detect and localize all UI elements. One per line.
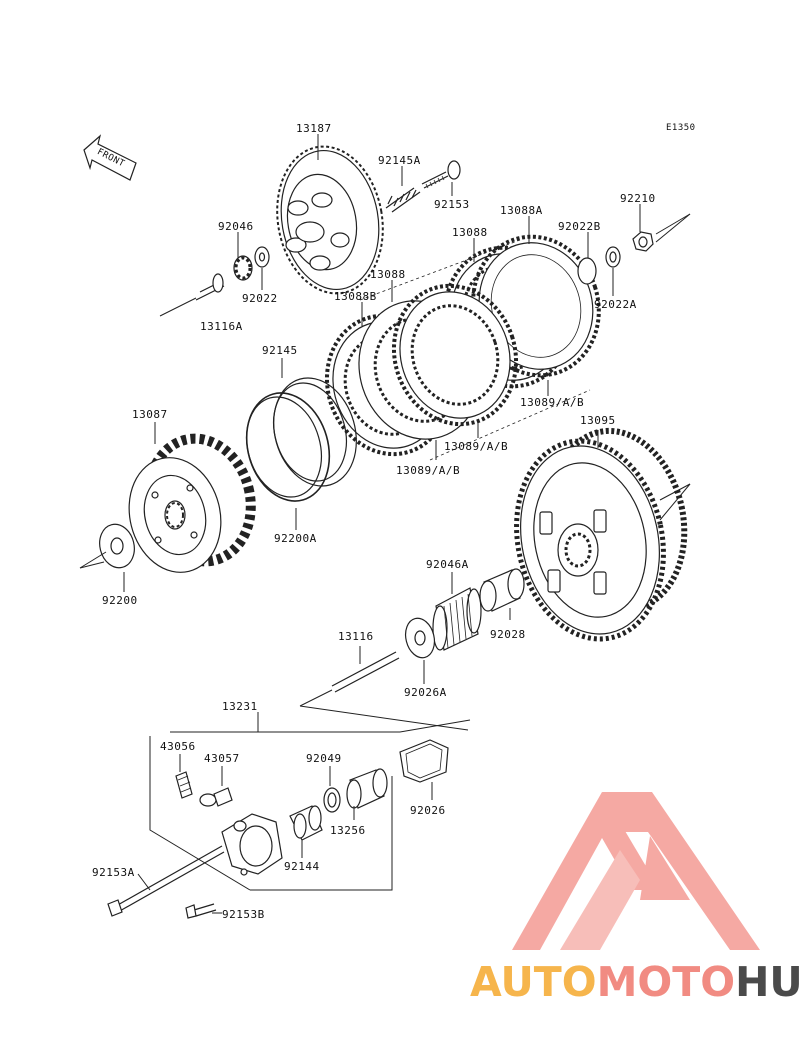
seal-92049 (323, 787, 341, 813)
leader-lines (123, 134, 641, 914)
nut-92210 (632, 213, 691, 252)
label-13087: 13087 (132, 408, 168, 421)
pushrod-13116A (159, 273, 225, 317)
label-13088-upper: 13088 (452, 226, 488, 239)
svg-text:AUTOMOTOHUB: AUTOMOTOHUB (470, 958, 800, 1006)
label-92022: 92022 (242, 292, 278, 305)
needle-bearing-92046A (432, 587, 482, 651)
label-92028: 92028 (490, 628, 526, 641)
label-92026A: 92026A (404, 686, 447, 699)
diagram-code: E1350 (666, 123, 696, 133)
watermark-moto: MOTO (597, 958, 735, 1006)
label-92145A: 92145A (378, 154, 421, 167)
pushrod-13116 (299, 651, 400, 707)
spring-seat-92200A (245, 392, 331, 502)
watermark-hub: HUB (735, 958, 800, 1006)
watermark-auto: AUTO (470, 958, 597, 1006)
piston-13256 (346, 768, 388, 809)
watermark-text: AUTOMOTOHUB (470, 958, 800, 1006)
clutch-housing-13095 (514, 427, 691, 642)
label-92022A: 92022A (594, 298, 637, 311)
label-92153B: 92153B (222, 908, 265, 921)
label-92145: 92145 (262, 344, 298, 357)
label-13187: 13187 (296, 122, 332, 135)
label-13089-right: 13089/A/B (520, 396, 584, 409)
label-13095: 13095 (580, 414, 616, 427)
label-92144: 92144 (284, 860, 320, 873)
bleeder-43056 (175, 771, 193, 799)
part-labels: 13187 92145A 92153 13088A 92210 92046 92… (92, 122, 656, 921)
label-13088-lower: 13088 (370, 268, 406, 281)
label-92022B: 92022B (558, 220, 601, 233)
clutch-hub-13087 (128, 433, 256, 573)
cap-43057 (199, 787, 233, 807)
front-arrow-icon: FRONT (83, 134, 137, 181)
bolt-92153B (185, 903, 217, 919)
bolt-92153 (421, 160, 461, 189)
washer-92022A (605, 246, 621, 268)
washer-92200 (79, 523, 135, 569)
label-13089-middle: 13089/A/B (444, 440, 508, 453)
clutch-plates-stack (324, 234, 601, 461)
label-13089-left: 13089/A/B (396, 464, 460, 477)
label-13088B: 13088B (334, 290, 377, 303)
label-13116: 13116 (338, 630, 374, 643)
label-92210: 92210 (620, 192, 656, 205)
label-43057: 43057 (204, 752, 240, 765)
label-92200: 92200 (102, 594, 138, 607)
label-13256: 13256 (330, 824, 366, 837)
sleeve-92028 (479, 568, 525, 612)
label-92026: 92026 (410, 804, 446, 817)
label-92153: 92153 (434, 198, 470, 211)
slave-cylinder-body (221, 813, 283, 876)
label-13116A: 13116A (200, 320, 243, 333)
label-92046A: 92046A (426, 558, 469, 571)
label-43056: 43056 (160, 740, 196, 753)
washer-92022B (577, 257, 597, 285)
label-92200A: 92200A (274, 532, 317, 545)
watermark-logo-icon (512, 792, 760, 950)
slave-cylinder-assembly-13231 (149, 705, 471, 891)
bearing-92046 (233, 255, 253, 281)
label-92046: 92046 (218, 220, 254, 233)
label-92153A: 92153A (92, 866, 135, 879)
washer-92026A (404, 617, 436, 659)
gasket-92026 (399, 739, 449, 783)
spring-92145A (385, 187, 421, 213)
boot-92144 (289, 805, 323, 841)
bolt-92153A (107, 845, 225, 917)
label-13231: 13231 (222, 700, 258, 713)
label-13088A: 13088A (500, 204, 543, 217)
washer-92022 (254, 246, 270, 268)
label-92049: 92049 (306, 752, 342, 765)
